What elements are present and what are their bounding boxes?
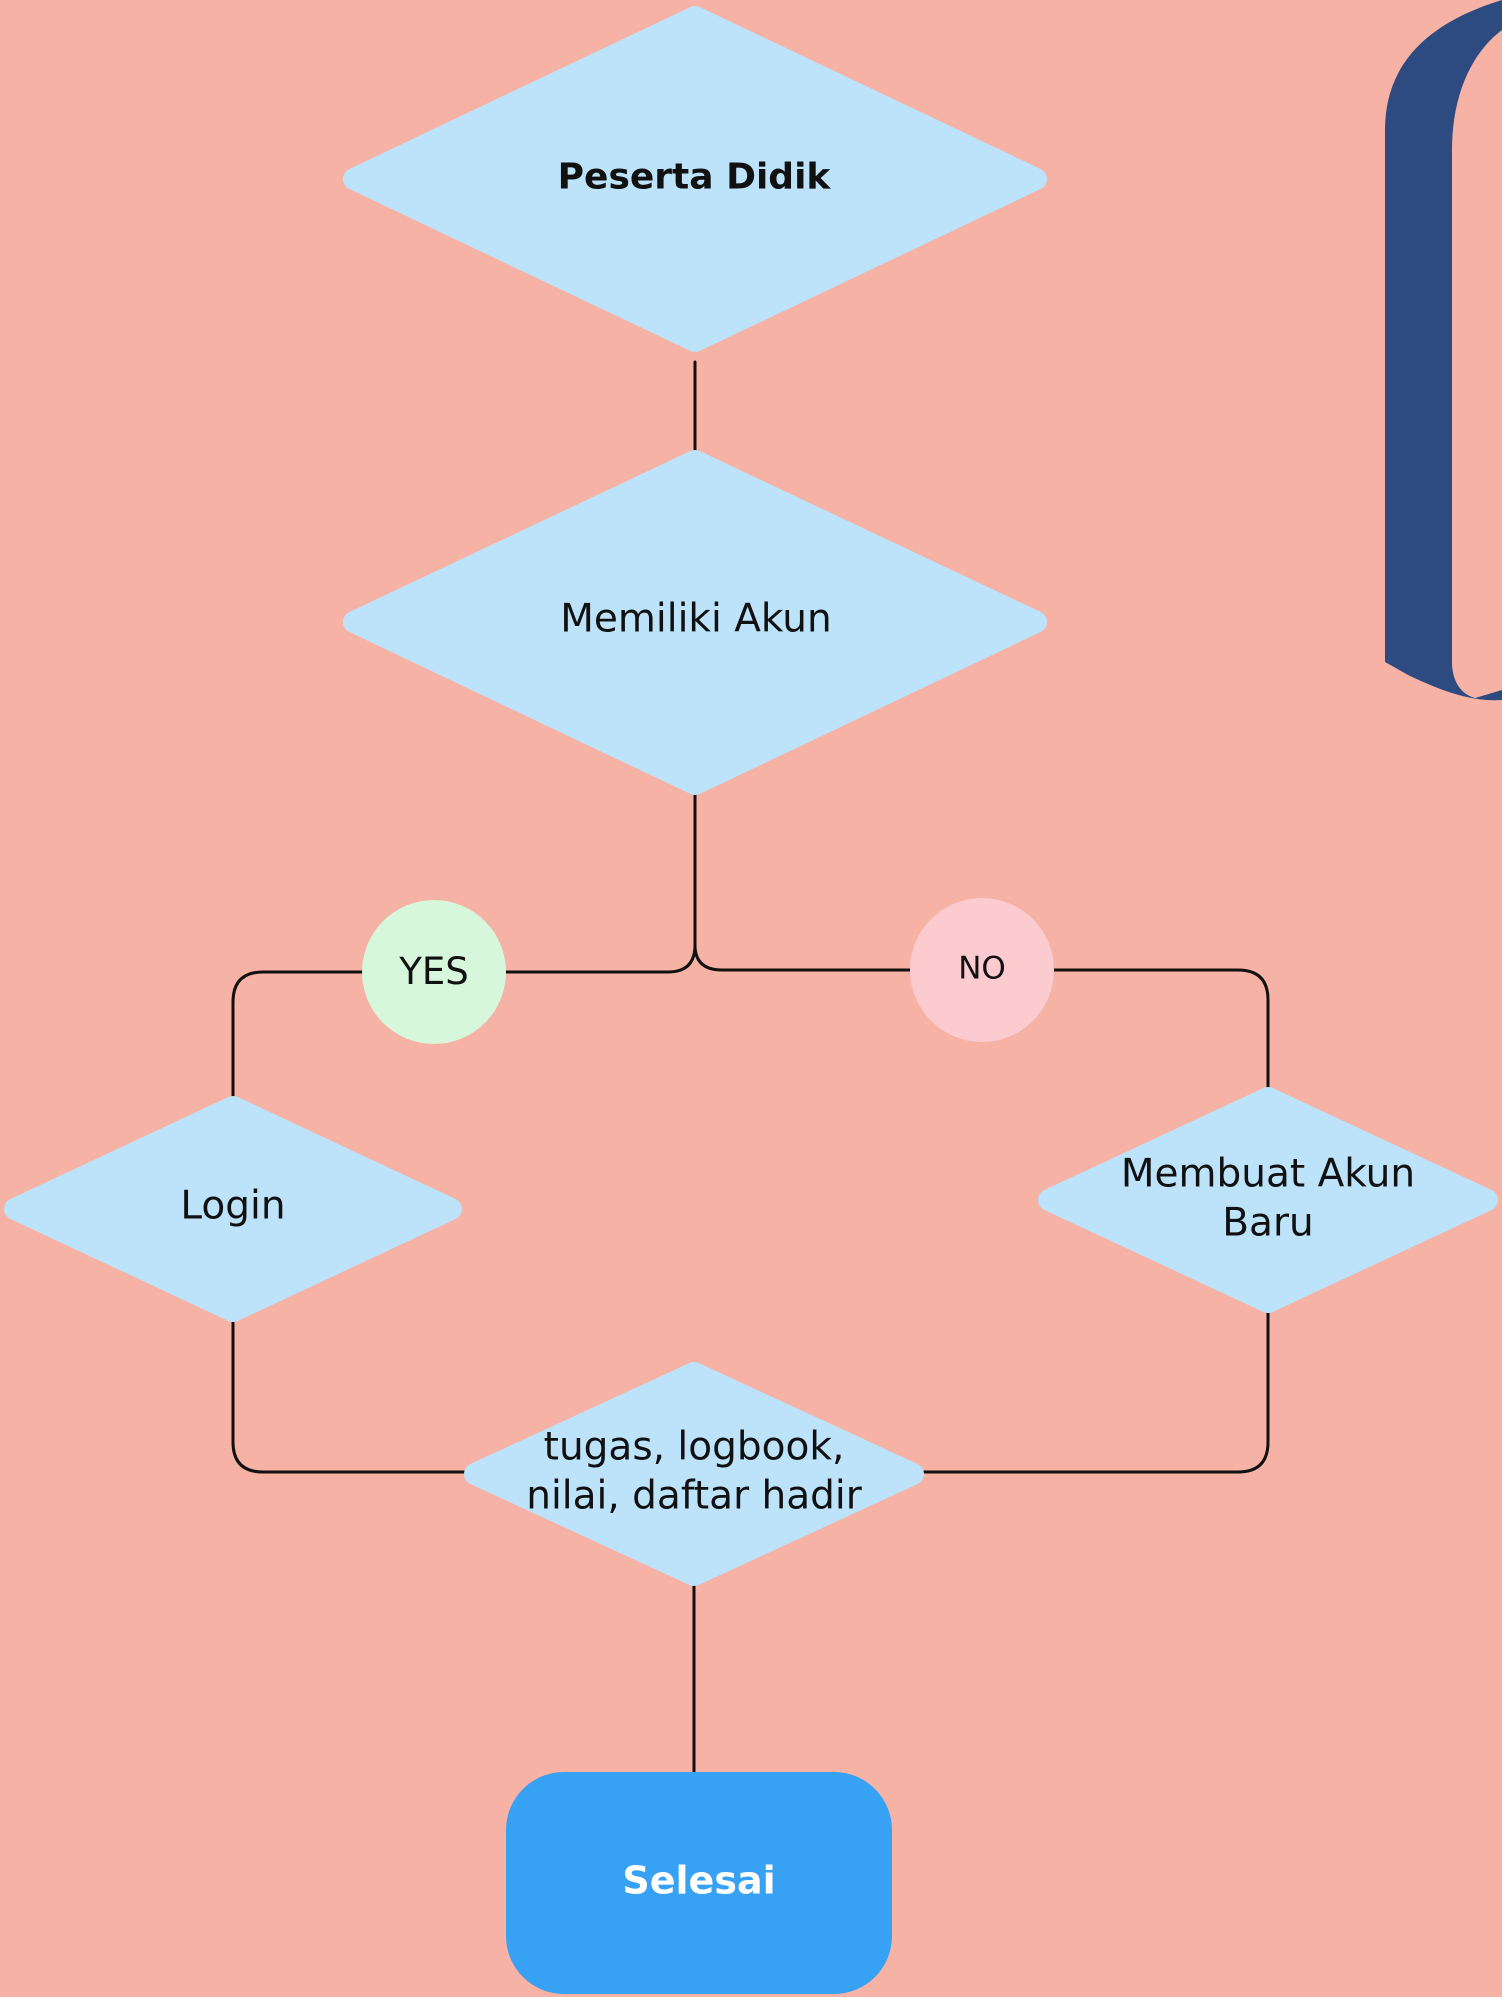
diamond-shapes [4,6,1498,1586]
connector-lines [231,360,1270,1777]
login-label: Login [180,1183,286,1229]
activities-label: tugas, logbook, nilai, daftar hadir [526,1423,861,1521]
decision-label: Memiliki Akun [560,596,832,642]
activities-label-line-2: nilai, daftar hadir [526,1473,862,1518]
end-box [506,1772,892,1994]
decorative-arch-shape [1385,0,1502,701]
yes-label: YES [399,949,469,993]
no-label: NO [958,950,1006,987]
no-circle [910,898,1054,1042]
activities-label-line-1: tugas, logbook, [543,1424,845,1470]
connector-yes-branch [231,943,697,1102]
new-account-label: Membuat Akun Baru [1121,1150,1415,1248]
activities-diamond [464,1362,924,1586]
decision-diamond [343,450,1047,795]
connector-no-branch [693,943,1270,1094]
login-diamond [4,1096,462,1322]
end-label: Selesai [622,1858,776,1903]
start-label: Peserta Didik [557,156,831,198]
connector-newaccount-to-activities [918,1310,1270,1474]
new-account-diamond [1038,1087,1498,1313]
yes-circle [362,900,506,1044]
connector-login-to-activities [231,1320,472,1474]
new-account-label-line-1: Membuat Akun [1120,1151,1416,1197]
new-account-label-line-2: Baru [1222,1200,1314,1245]
start-diamond [343,6,1047,352]
